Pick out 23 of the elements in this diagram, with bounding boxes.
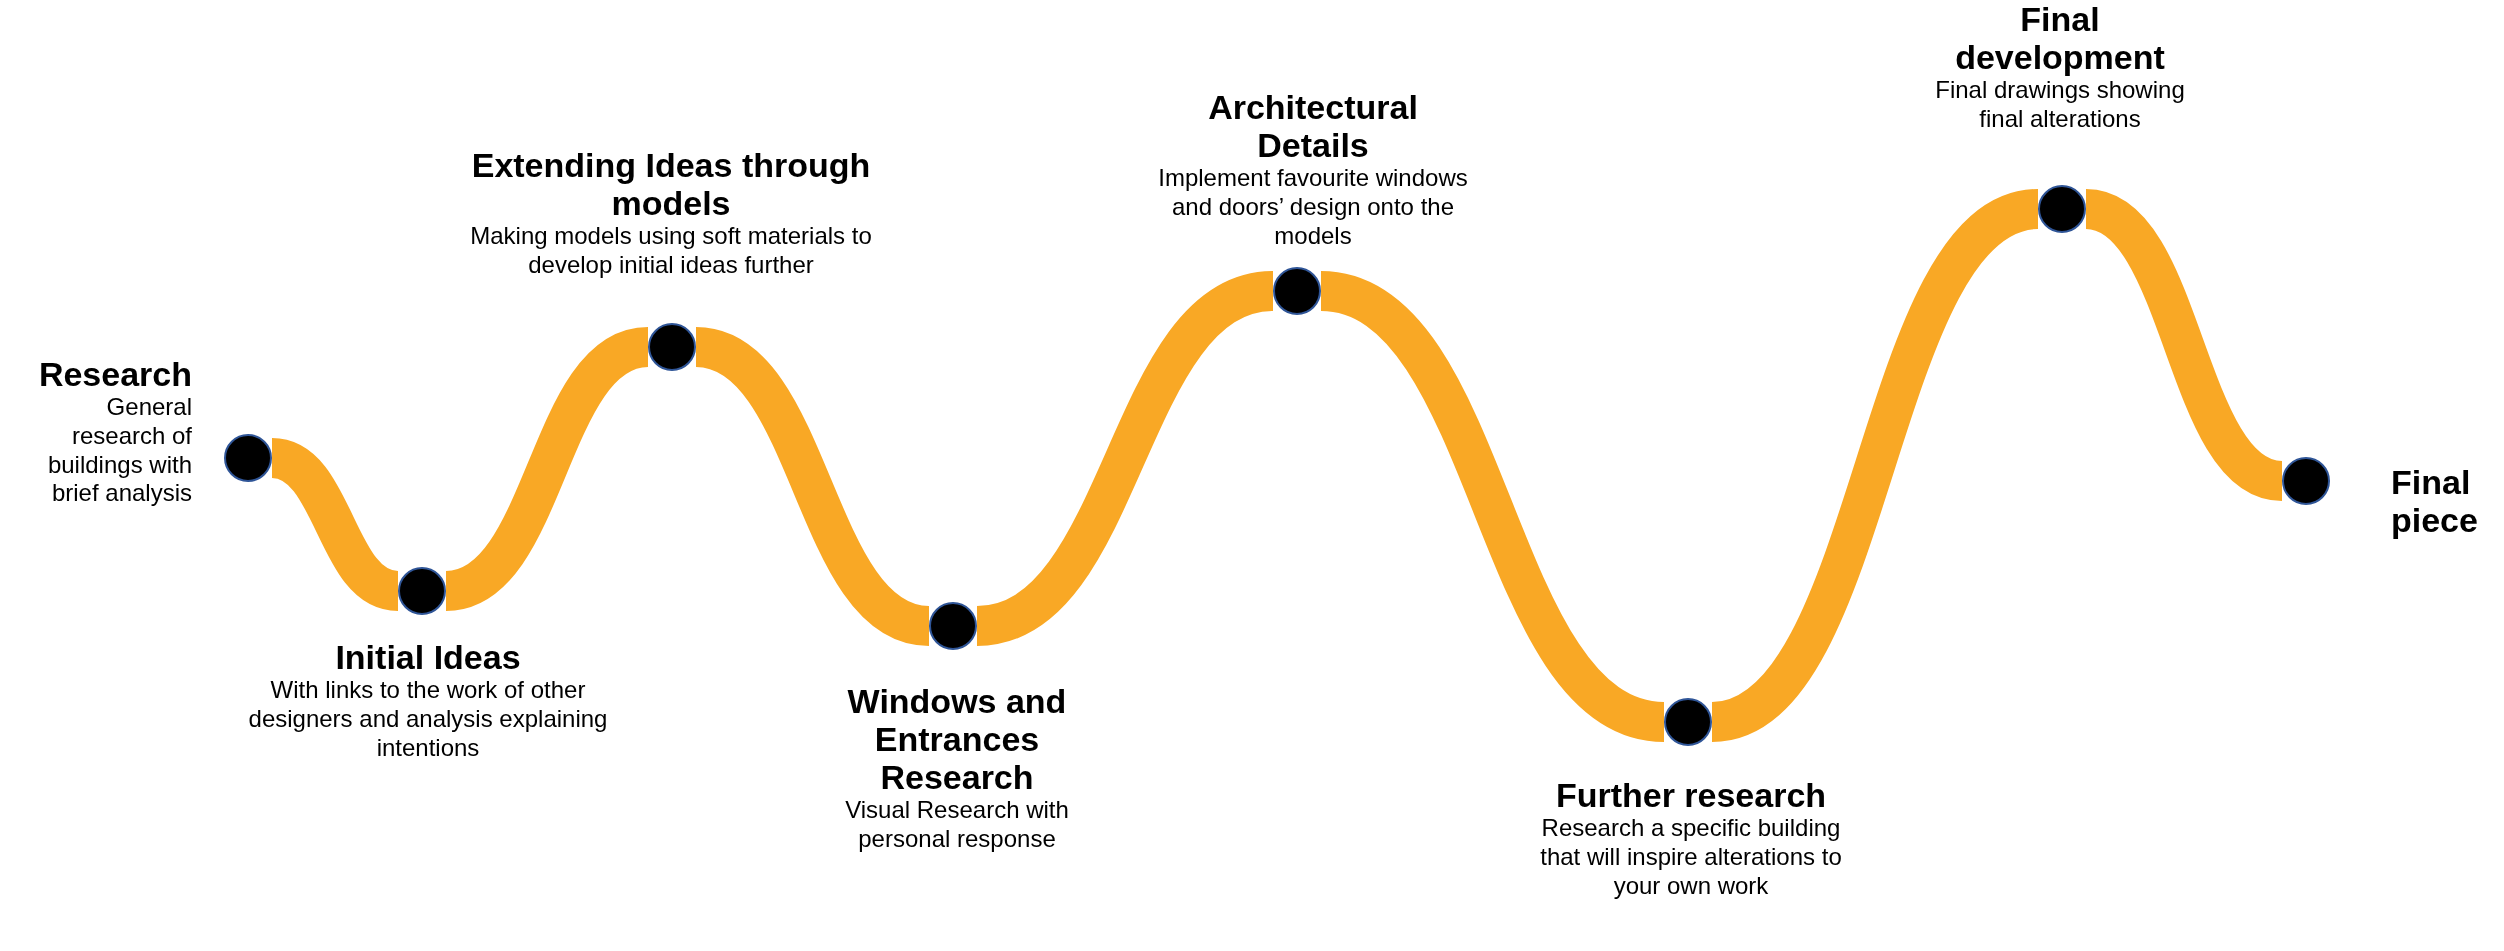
step-title: Initial Ideas <box>334 638 522 677</box>
milestone-dot <box>648 323 696 371</box>
step-description: Research a specific building that will inspire alterations to your own work <box>1539 814 1843 901</box>
step-title: Windows and Entrances Research <box>846 682 1068 797</box>
milestone-dot <box>2038 185 2086 233</box>
step-description: With links to the work of other designers and analysis explaining intentions <box>247 676 609 763</box>
step-description: Implement favourite windows and doors’ design onto the models <box>1157 164 1469 251</box>
milestone-dot <box>398 567 446 615</box>
step-title: Final piece <box>2391 463 2479 540</box>
milestone-dot <box>929 602 977 650</box>
step-title: Architectural Details <box>1207 88 1419 165</box>
milestone-dot <box>224 434 272 482</box>
step-title: Extending Ideas through models <box>470 146 872 223</box>
step-description: Visual Research with personal response <box>844 796 1070 854</box>
step-description: Final drawings showing final alterations <box>1935 76 2185 134</box>
step-description: General research of buildings with brief analysis <box>46 393 192 509</box>
milestone-dot <box>1664 698 1712 746</box>
step-description: Making models using soft materials to develop initial ideas further <box>469 222 873 280</box>
milestone-dot <box>1273 267 1321 315</box>
step-title: Further research <box>1554 776 1828 815</box>
milestone-dot <box>2282 457 2330 505</box>
step-title: Research <box>37 355 192 394</box>
step-title: Final development <box>1954 0 2166 77</box>
